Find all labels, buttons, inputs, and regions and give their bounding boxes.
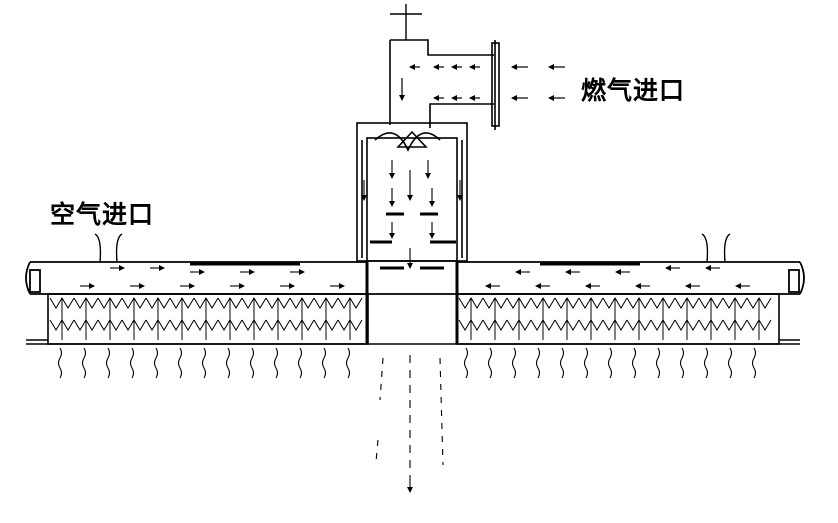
gas-flow-arrows bbox=[399, 64, 565, 101]
air-inlet-label: 空气进口 bbox=[50, 200, 155, 229]
chamber-flow-arrows bbox=[361, 160, 463, 269]
gas-pipe-cap bbox=[390, 4, 422, 40]
air-inlet-nozzles bbox=[94, 233, 731, 263]
base-plate bbox=[26, 339, 800, 345]
central-jet-arrows bbox=[375, 355, 444, 493]
flame-outlet-arrows bbox=[57, 347, 757, 379]
gas-inlet-label: 燃气进口 bbox=[581, 76, 686, 105]
gas-inlet-pipe bbox=[389, 39, 500, 130]
tile-zigzag-pattern bbox=[49, 297, 772, 340]
burner-tile-left bbox=[47, 262, 369, 345]
chamber-baffles bbox=[370, 212, 456, 270]
burner-manifold bbox=[25, 261, 805, 295]
mixing-chamber bbox=[356, 122, 468, 262]
manifold-flow-arrows bbox=[80, 265, 750, 289]
